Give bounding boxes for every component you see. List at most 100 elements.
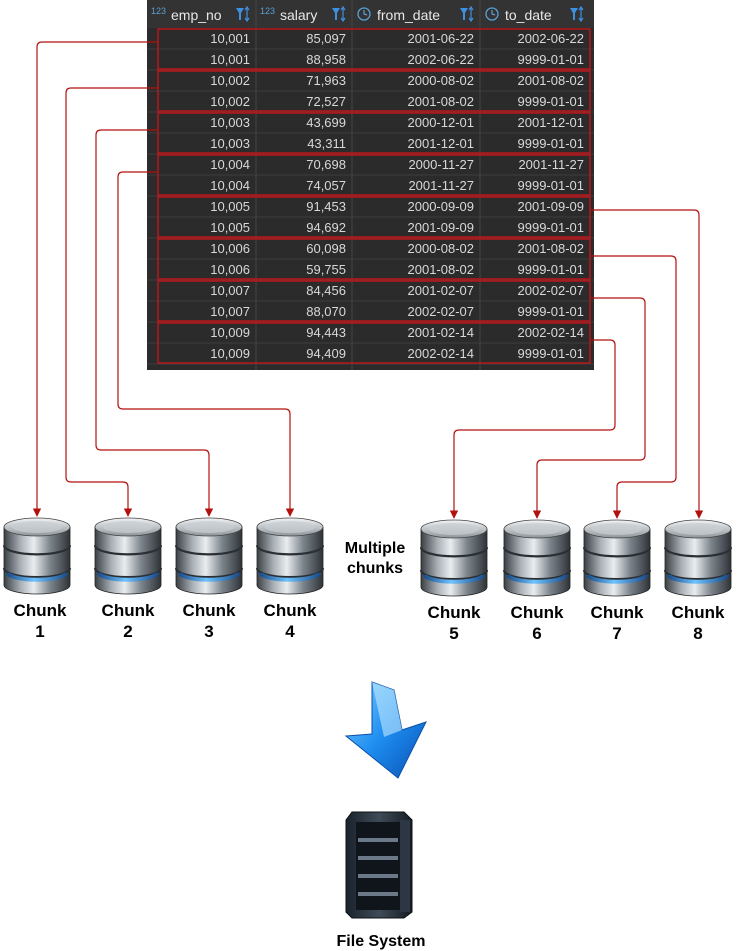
connector-lines <box>32 41 704 519</box>
database-icon <box>174 517 244 595</box>
table-cell-to_date: 9999-01-01 <box>518 136 585 151</box>
connector-line <box>532 297 646 519</box>
table-cell-to_date: 2001-12-01 <box>518 115 585 130</box>
table-cell-to_date: 2001-09-09 <box>518 199 585 214</box>
table-cell-salary: 88,958 <box>306 52 346 67</box>
table-cell-to_date: 9999-01-01 <box>518 346 585 361</box>
numeric-type-icon: 123 <box>260 6 275 16</box>
table-cell-from_date: 2000-11-27 <box>408 157 474 172</box>
column-header-label: salary <box>280 7 317 23</box>
row-group-box <box>157 112 591 154</box>
table-cell-emp_no: 10,004 <box>210 157 250 172</box>
connector-line <box>590 209 704 519</box>
table-cell-to_date: 9999-01-01 <box>518 94 585 109</box>
chunk-label: Chunk <box>672 603 725 622</box>
database-icon <box>663 519 733 597</box>
column-header-from_date[interactable]: from_date <box>357 5 474 23</box>
table-cell-to_date: 9999-01-01 <box>518 262 585 277</box>
file-system-label: File System <box>337 933 426 950</box>
chunk-label: Chunk <box>102 601 155 620</box>
chunk-number: 6 <box>532 624 541 643</box>
table-cell-to_date: 9999-01-01 <box>518 52 585 67</box>
chunk-label: Chunk <box>428 603 481 622</box>
table-cell-emp_no: 10,004 <box>210 178 250 193</box>
table-cell-salary: 71,963 <box>306 73 346 88</box>
chunk-8: Chunk 8 <box>663 519 733 643</box>
filter-sort-icon[interactable] <box>332 5 346 23</box>
table-cell-salary: 59,755 <box>306 262 346 277</box>
table-cell-from_date: 2002-02-14 <box>408 346 475 361</box>
table-cell-emp_no: 10,002 <box>210 94 250 109</box>
numeric-type-icon: 123 <box>151 6 166 16</box>
row-group-box <box>157 196 591 238</box>
table-cell-from_date: 2000-09-09 <box>408 199 475 214</box>
table-cell-to_date: 2002-06-22 <box>518 31 585 46</box>
database-icon <box>419 519 489 597</box>
filter-sort-icon[interactable] <box>460 5 474 23</box>
connector-line <box>449 339 616 519</box>
table-cell-from_date: 2002-02-07 <box>408 304 475 319</box>
table-cell-from_date: 2001-08-02 <box>408 94 475 109</box>
table-cell-salary: 94,409 <box>306 346 346 361</box>
chunk-5: Chunk 5 <box>419 519 489 643</box>
table-cell-salary: 85,097 <box>306 31 346 46</box>
table-cell-emp_no: 10,006 <box>210 262 250 277</box>
column-header-to_date[interactable]: to_date <box>485 5 584 23</box>
row-group-box <box>157 322 591 364</box>
table-cell-emp_no: 10,007 <box>210 283 250 298</box>
table-cell-emp_no: 10,006 <box>210 241 250 256</box>
table-cell-salary: 43,311 <box>307 136 346 151</box>
connector-line <box>32 41 158 517</box>
table-row[interactable]: 10,007 88,070 2002-02-07 9999-01-01 <box>147 304 594 323</box>
table-cell-emp_no: 10,001 <box>210 52 250 67</box>
table-cell-from_date: 2000-12-01 <box>408 115 475 130</box>
table-cell-to_date: 2001-11-27 <box>518 157 584 172</box>
column-header-label: from_date <box>377 7 440 23</box>
connector-line <box>95 129 214 517</box>
server-rack-icon <box>345 811 413 919</box>
chunk-number: 1 <box>35 622 44 641</box>
table-cell-emp_no: 10,007 <box>210 304 250 319</box>
chunk-label: Chunk <box>591 603 644 622</box>
chunk-number: 2 <box>123 622 132 641</box>
date-type-icon <box>485 7 499 21</box>
chunk-number: 4 <box>285 622 295 641</box>
table-cell-to_date: 9999-01-01 <box>518 304 585 319</box>
filter-sort-icon[interactable] <box>570 5 584 23</box>
chunk-label: Chunk <box>183 601 236 620</box>
chunk-number: 5 <box>449 624 458 643</box>
database-icon <box>255 517 325 595</box>
table-cell-to_date: 9999-01-01 <box>518 178 585 193</box>
connector-line <box>65 87 158 517</box>
filter-sort-icon[interactable] <box>236 5 250 23</box>
database-icon <box>2 517 72 595</box>
table-cell-salary: 88,070 <box>306 304 346 319</box>
chunk-2: Chunk 2 <box>93 517 163 641</box>
chunk-number: 8 <box>693 624 702 643</box>
column-header-salary[interactable]: 123 salary <box>260 5 346 23</box>
table-cell-emp_no: 10,002 <box>210 73 250 88</box>
row-group-box <box>157 280 591 322</box>
date-type-icon <box>357 7 371 21</box>
table-cell-to_date: 9999-01-01 <box>518 220 585 235</box>
connector-line <box>590 255 677 519</box>
